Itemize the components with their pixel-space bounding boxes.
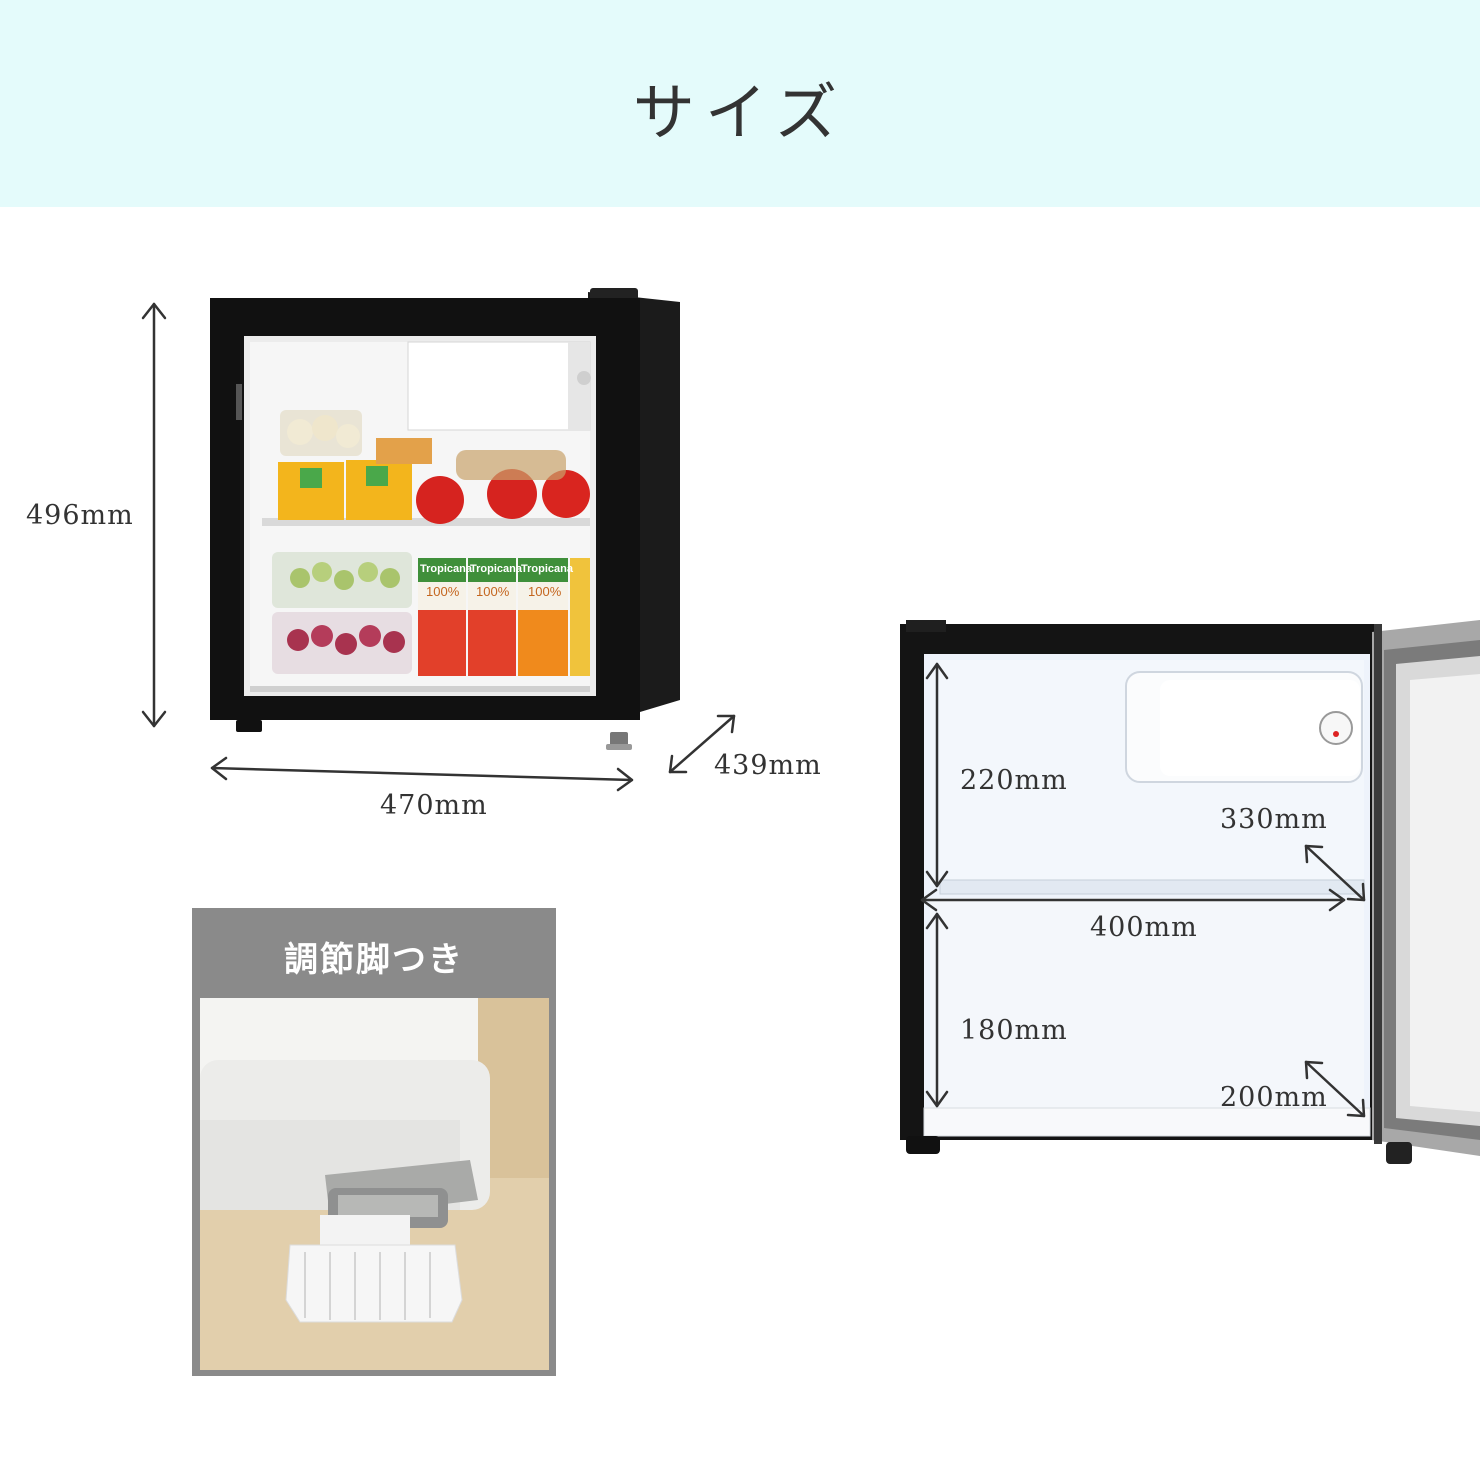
lower-height-label: 180mm	[960, 1015, 1068, 1046]
juice-pack-percent: 100%	[528, 584, 562, 599]
height-dimension-label: 496mm	[26, 500, 134, 531]
lower-depth-label: 200mm	[1220, 1082, 1328, 1113]
inner-width-label: 400mm	[1090, 912, 1198, 943]
depth-dimension-label: 439mm	[714, 750, 822, 781]
juice-pack-label: Tropicana	[521, 563, 573, 575]
adjustable-leg-caption: 調節脚つき	[284, 940, 464, 980]
juice-pack-label: Tropicana	[470, 563, 522, 575]
juice-pack-percent: 100%	[476, 584, 510, 599]
juice-pack-label: Tropicana	[420, 563, 472, 575]
juice-pack-percent: 100%	[426, 584, 460, 599]
upper-depth-label: 330mm	[1220, 804, 1328, 835]
width-dimension-label: 470mm	[380, 790, 488, 821]
upper-height-label: 220mm	[960, 765, 1068, 796]
page-title: サイズ	[632, 76, 848, 149]
header-band	[0, 0, 1480, 207]
